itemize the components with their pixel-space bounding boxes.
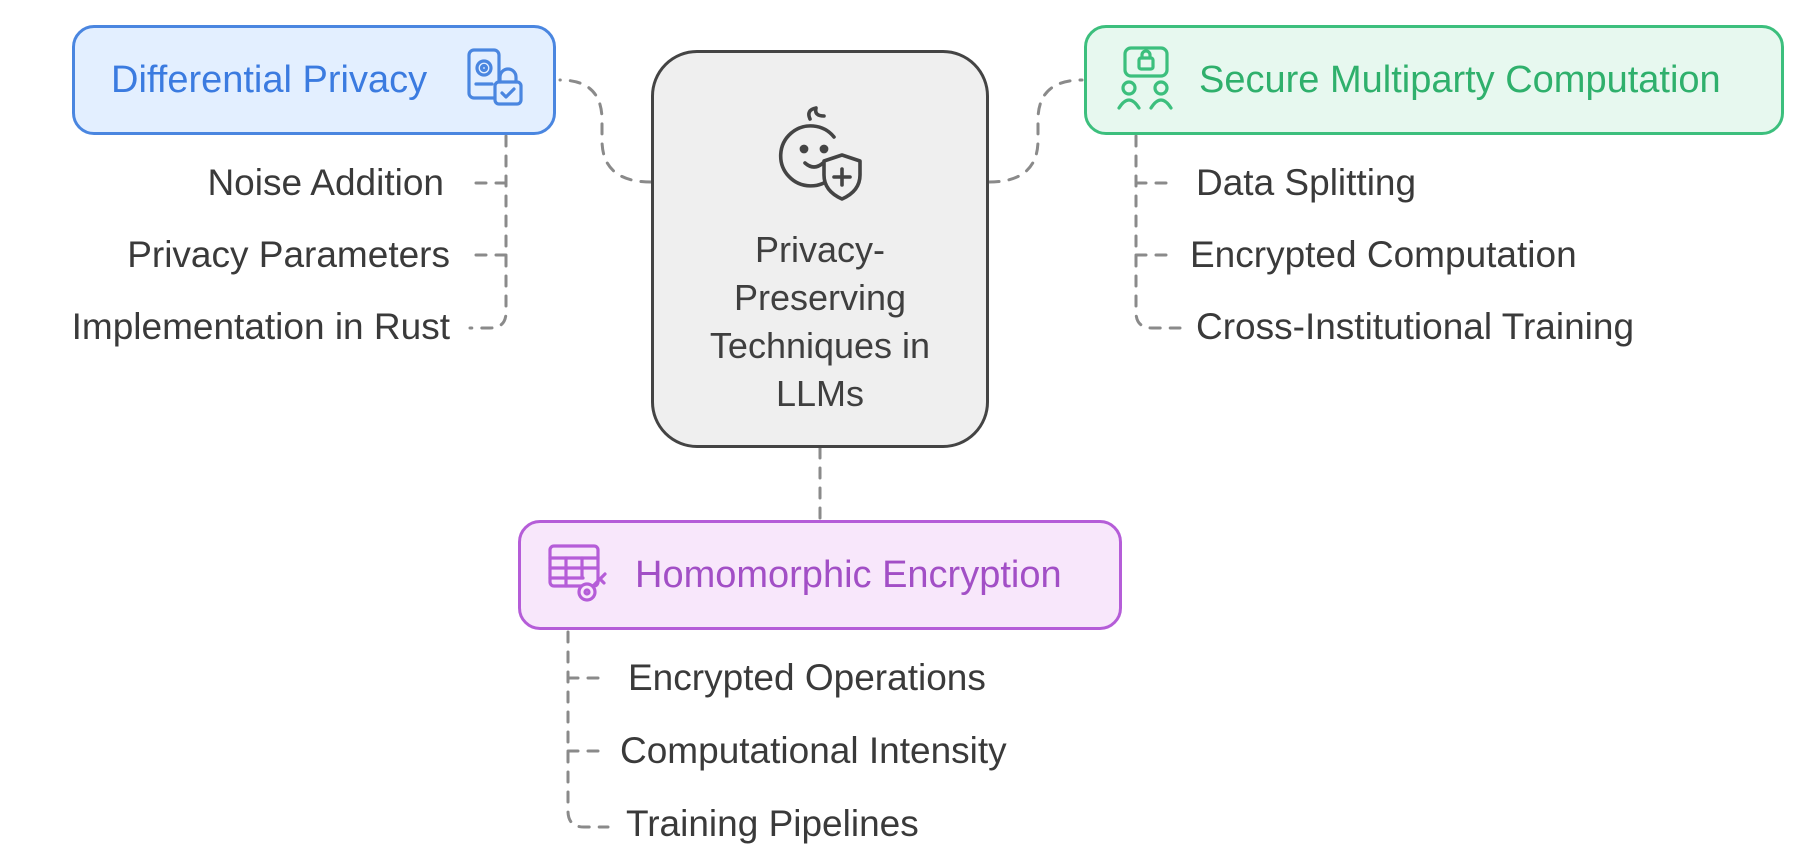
he-item: Encrypted Operations xyxy=(628,657,986,698)
baby-shield-icon xyxy=(770,103,870,208)
differential-privacy-title: Differential Privacy xyxy=(111,58,428,101)
connector-center-to-smc xyxy=(987,78,1084,184)
homomorphic-encryption-node[interactable]: Homomorphic Encryption xyxy=(518,520,1122,630)
secure-multiparty-title: Secure Multiparty Computation xyxy=(1199,58,1721,101)
smc-item: Encrypted Computation xyxy=(1190,234,1577,275)
connector-center-to-dp xyxy=(558,78,653,184)
he-item: Computational Intensity xyxy=(620,730,1007,771)
connector-dp-spine xyxy=(468,134,508,330)
table-key-icon xyxy=(547,542,609,609)
people-lock-icon xyxy=(1115,45,1177,115)
he-item: Training Pipelines xyxy=(626,803,919,844)
dp-item: Implementation in Rust xyxy=(71,306,450,347)
smc-item: Cross-Institutional Training xyxy=(1196,306,1635,347)
dp-item: Noise Addition xyxy=(207,162,444,203)
homomorphic-encryption-title: Homomorphic Encryption xyxy=(635,553,1062,596)
center-topic-title: Privacy-Preserving Techniques in LLMs xyxy=(709,229,931,414)
connector-smc-spine xyxy=(1134,134,1182,330)
id-card-lock-icon xyxy=(463,46,527,115)
smc-item: Data Splitting xyxy=(1196,162,1417,203)
center-topic-node[interactable]: Privacy-Preserving Techniques in LLMs xyxy=(651,50,989,448)
differential-privacy-node[interactable]: Differential Privacy xyxy=(72,25,556,135)
secure-multiparty-node[interactable]: Secure Multiparty Computation xyxy=(1084,25,1784,135)
dp-item: Privacy Parameters xyxy=(127,234,450,275)
connector-he-spine xyxy=(566,630,610,829)
